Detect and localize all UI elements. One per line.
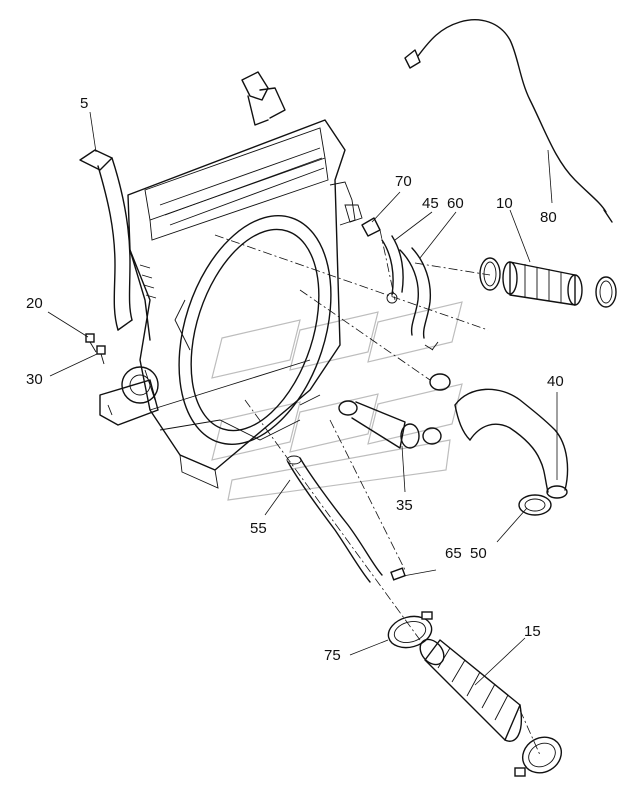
part-10-bellows-hose bbox=[479, 257, 617, 308]
callout-10: 10 bbox=[496, 195, 513, 212]
callout-80: 80 bbox=[540, 209, 557, 226]
callout-45: 45 bbox=[422, 195, 439, 212]
part-15-bellows-tube bbox=[419, 638, 522, 742]
watermark-logo bbox=[211, 301, 463, 501]
callout-75: 75 bbox=[324, 647, 341, 664]
part-5-filler-pipe bbox=[79, 149, 133, 331]
part-65-fitting bbox=[390, 567, 406, 581]
bolt-30 bbox=[96, 345, 106, 365]
part-75-clamp bbox=[387, 611, 433, 649]
part-70-clip bbox=[361, 217, 381, 237]
bolt-20 bbox=[85, 333, 97, 353]
left-bracket-expansion-tank bbox=[99, 249, 159, 426]
callout-70: 70 bbox=[395, 173, 412, 190]
callout-20: 20 bbox=[26, 295, 43, 312]
part-55-lower-hose bbox=[286, 455, 383, 583]
part-60-hose bbox=[399, 247, 432, 339]
callout-40: 40 bbox=[547, 373, 564, 390]
part-80-sensor-cable bbox=[404, 19, 613, 223]
radiator-assembly bbox=[127, 71, 363, 489]
callout-15: 15 bbox=[524, 623, 541, 640]
callout-35: 35 bbox=[396, 497, 413, 514]
callout-65: 65 bbox=[445, 545, 462, 562]
part-bottom-clamp bbox=[514, 736, 562, 777]
callout-labels: 5 10 15 20 30 35 40 45 50 55 60 65 70 75… bbox=[26, 95, 564, 664]
part-40-radiator-hose bbox=[454, 388, 569, 499]
part-35-elbow-hose bbox=[338, 341, 451, 449]
leader-lines bbox=[47, 111, 558, 686]
part-45-hose bbox=[381, 235, 404, 304]
callout-50: 50 bbox=[470, 545, 487, 562]
assembly-centerlines bbox=[214, 229, 541, 756]
fan-shroud bbox=[174, 215, 332, 445]
callout-5: 5 bbox=[80, 95, 88, 112]
callout-60: 60 bbox=[447, 195, 464, 212]
callout-30: 30 bbox=[26, 371, 43, 388]
part-50-clamp bbox=[518, 494, 552, 516]
callout-55: 55 bbox=[250, 520, 267, 537]
